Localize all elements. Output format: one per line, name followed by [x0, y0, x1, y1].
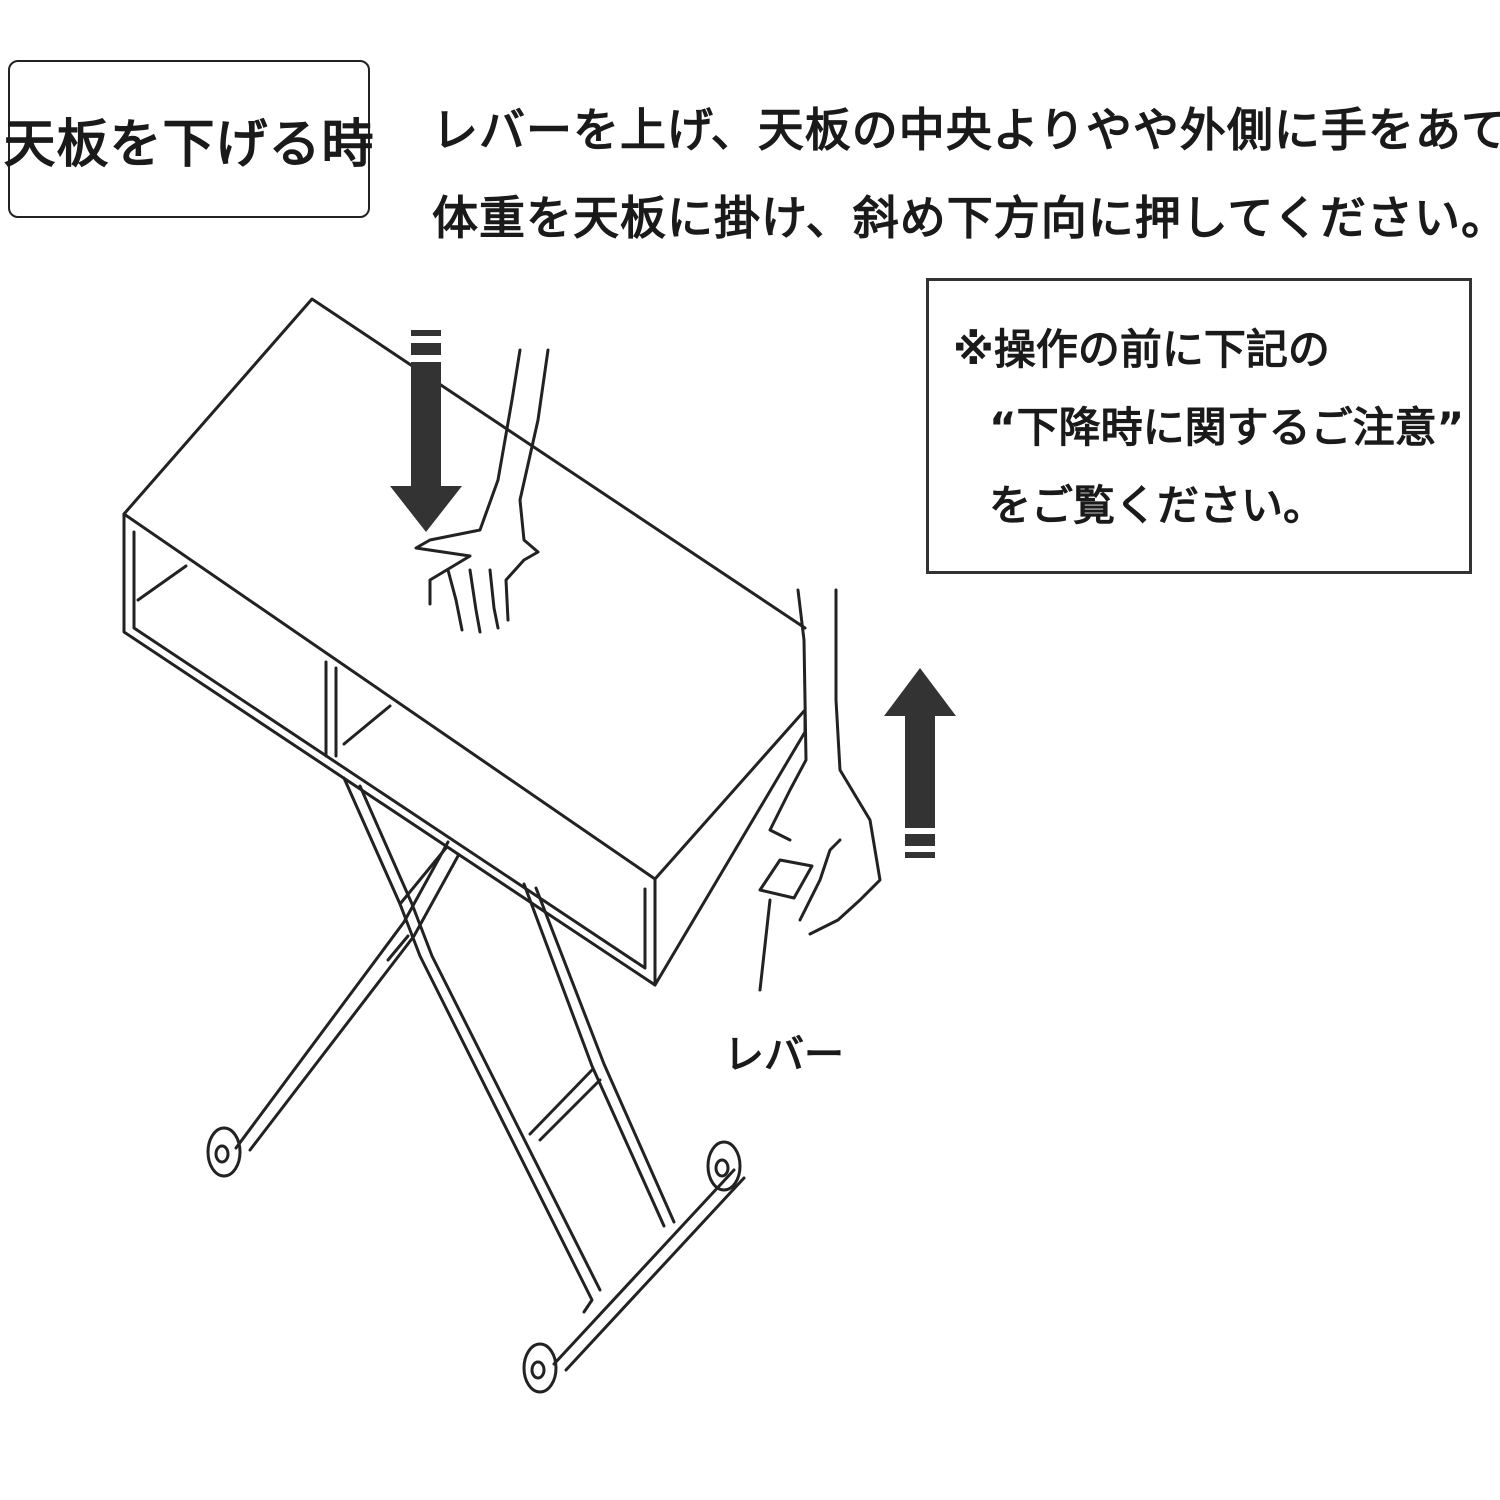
lever-label: レバー	[724, 1032, 844, 1078]
instructions: レバーを上げ、天板の中央よりやや外側に手をあてて 体重を天板に掛け、斜め下方向に…	[432, 86, 1500, 262]
down-arrow-icon	[390, 330, 462, 532]
note-line-3: をご覧ください。	[989, 481, 1326, 530]
table-icon	[122, 297, 807, 987]
heading: 天板を下げる時	[3, 114, 375, 175]
lever	[758, 858, 814, 992]
scissor-legs	[206, 776, 746, 1394]
note-line-2: “下降時に関するご注意”	[989, 403, 1465, 452]
hand-icon	[414, 348, 550, 634]
heading-box: 天板を下げる時	[4, 60, 374, 218]
caution-note: ※操作の前に下記の “下降時に関するご注意” をご覧ください。	[926, 278, 1472, 574]
up-arrow-icon	[884, 668, 956, 858]
instruction-line-1: レバーを上げ、天板の中央よりやや外側に手をあてて	[432, 103, 1500, 157]
instruction-line-2: 体重を天板に掛け、斜め下方向に押してください。	[432, 191, 1500, 245]
hand-lever-icon	[768, 588, 882, 936]
note-line-1: ※操作の前に下記の	[953, 325, 1330, 374]
